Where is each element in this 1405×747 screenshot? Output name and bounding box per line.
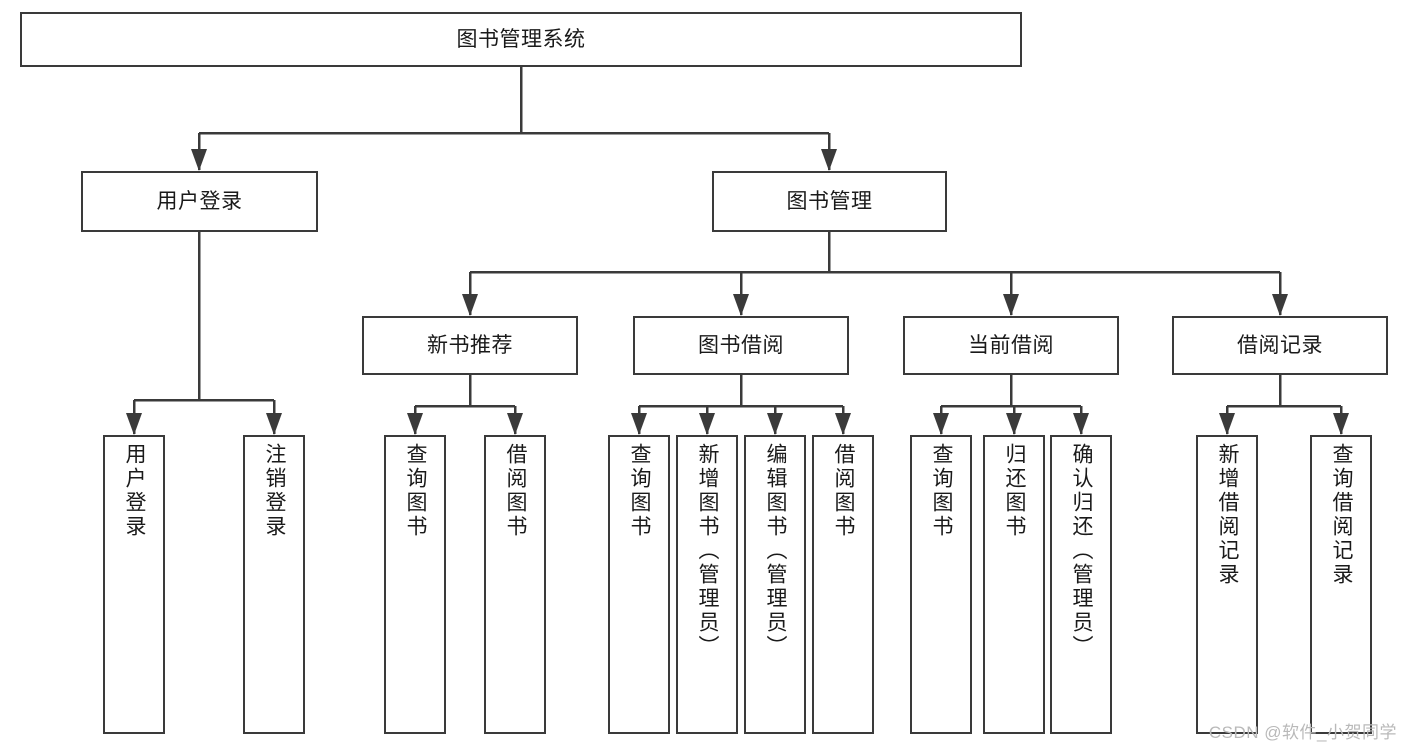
node-label: 用户登录 (123, 443, 147, 539)
arrowhead-root-to-level2-1 (821, 149, 837, 171)
node-label: 归还图书 (1003, 443, 1027, 539)
arrowhead-borrow-record-to-leaves-0 (1219, 413, 1235, 435)
node-label: 注销登录 (263, 443, 287, 539)
arrowhead-book-borrow-to-leaves-2 (767, 413, 783, 435)
arrowhead-book-management-to-level3-3 (1272, 294, 1288, 316)
node-leaf-leaf-add-book[interactable]: 新增图书（管理员） (676, 435, 738, 734)
node-label: 用户登录 (156, 189, 243, 213)
node-level3-current-borrow[interactable]: 当前借阅 (903, 316, 1119, 375)
node-leaf-leaf-user-login[interactable]: 用户登录 (103, 435, 165, 734)
arrowhead-current-borrow-to-leaves-1 (1006, 413, 1022, 435)
arrowhead-borrow-record-to-leaves-1 (1333, 413, 1349, 435)
node-label: 编辑图书（管理员） (764, 443, 788, 659)
node-label: 图书管理系统 (456, 27, 586, 51)
node-level2-user-login[interactable]: 用户登录 (81, 171, 318, 232)
node-label: 查询图书 (628, 443, 652, 539)
node-level2-book-management[interactable]: 图书管理 (712, 171, 947, 232)
arrowhead-current-borrow-to-leaves-2 (1073, 413, 1089, 435)
node-label: 查询图书 (404, 443, 428, 539)
node-label: 借阅图书 (504, 443, 528, 539)
node-level3-borrow-record[interactable]: 借阅记录 (1172, 316, 1388, 375)
arrowhead-book-management-to-level3-2 (1003, 294, 1019, 316)
node-leaf-leaf-logout[interactable]: 注销登录 (243, 435, 305, 734)
csdn-watermark: CSDN @软件_小贺同学 (1208, 723, 1397, 742)
node-leaf-leaf-query-book-current[interactable]: 查询图书 (910, 435, 972, 734)
node-level3-new-book-recommend[interactable]: 新书推荐 (362, 316, 578, 375)
arrowhead-current-borrow-to-leaves-0 (933, 413, 949, 435)
arrowhead-new-book-recommend-to-leaves-0 (407, 413, 423, 435)
arrowhead-book-borrow-to-leaves-1 (699, 413, 715, 435)
arrowhead-user-login-to-leaves-1 (266, 413, 282, 435)
node-root-root[interactable]: 图书管理系统 (20, 12, 1022, 67)
node-leaf-leaf-confirm-return[interactable]: 确认归还（管理员） (1050, 435, 1112, 734)
node-label: 图书管理 (786, 189, 873, 213)
node-label: 图书借阅 (698, 333, 784, 357)
arrowhead-book-borrow-to-leaves-0 (631, 413, 647, 435)
node-leaf-leaf-query-book-rec[interactable]: 查询图书 (384, 435, 446, 734)
node-label: 当前借阅 (968, 333, 1054, 357)
node-level3-book-borrow[interactable]: 图书借阅 (633, 316, 849, 375)
node-leaf-leaf-edit-book[interactable]: 编辑图书（管理员） (744, 435, 806, 734)
node-leaf-leaf-add-record[interactable]: 新增借阅记录 (1196, 435, 1258, 734)
node-label: 新增图书（管理员） (696, 443, 720, 659)
node-leaf-leaf-query-book-borrow[interactable]: 查询图书 (608, 435, 670, 734)
node-leaf-leaf-borrow-book[interactable]: 借阅图书 (812, 435, 874, 734)
node-label: 新书推荐 (427, 333, 513, 357)
node-leaf-leaf-return-book[interactable]: 归还图书 (983, 435, 1045, 734)
node-label: 借阅图书 (832, 443, 856, 539)
node-label: 借阅记录 (1237, 333, 1323, 357)
node-leaf-leaf-borrow-book-rec[interactable]: 借阅图书 (484, 435, 546, 734)
node-leaf-leaf-query-record[interactable]: 查询借阅记录 (1310, 435, 1372, 734)
node-label: 确认归还（管理员） (1070, 443, 1094, 659)
node-label: 新增借阅记录 (1216, 443, 1240, 587)
arrowhead-user-login-to-leaves-0 (126, 413, 142, 435)
node-label: 查询借阅记录 (1330, 443, 1354, 587)
arrowhead-book-management-to-level3-0 (462, 294, 478, 316)
arrowhead-new-book-recommend-to-leaves-1 (507, 413, 523, 435)
arrowhead-book-borrow-to-leaves-3 (835, 413, 851, 435)
arrowhead-book-management-to-level3-1 (733, 294, 749, 316)
node-label: 查询图书 (930, 443, 954, 539)
arrowhead-root-to-level2-0 (191, 149, 207, 171)
